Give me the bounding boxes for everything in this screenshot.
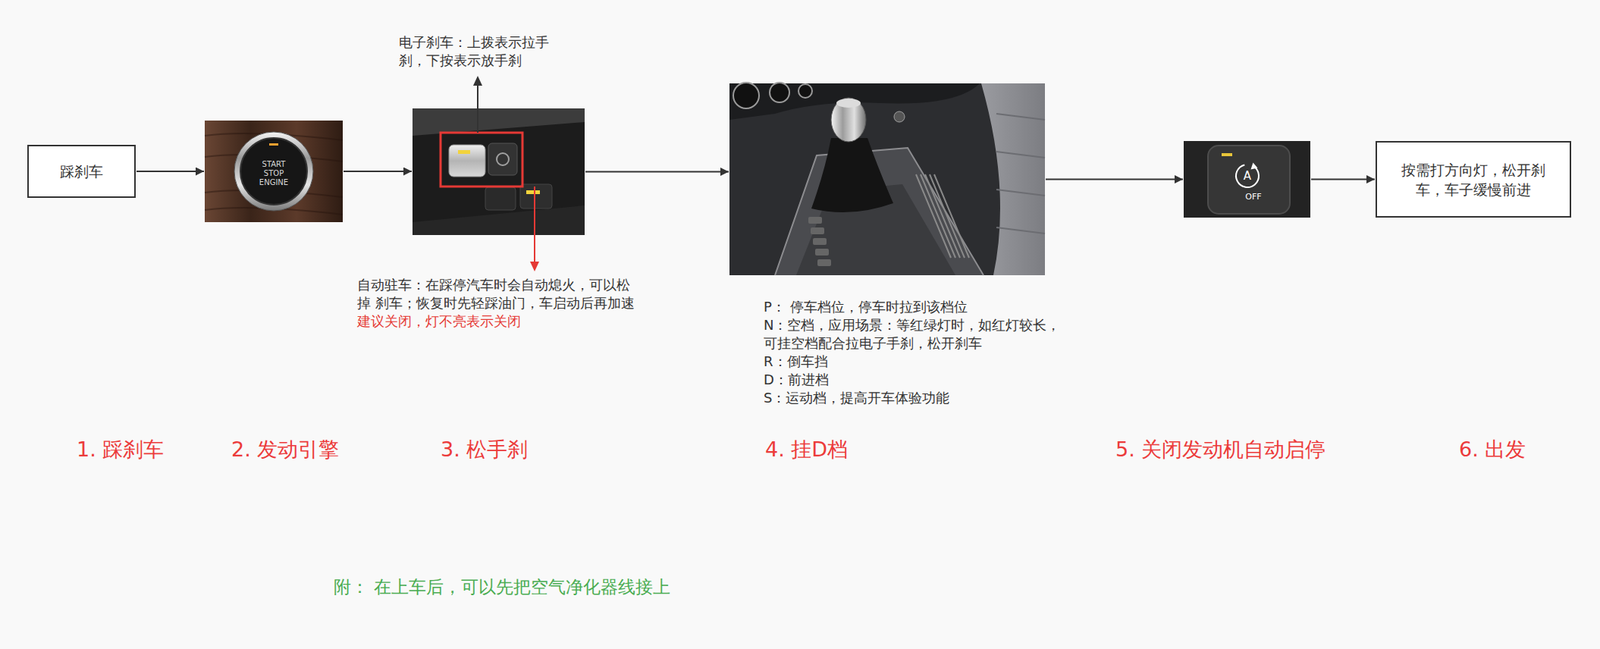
leader-arrowhead xyxy=(473,75,483,86)
flow-arrow xyxy=(1045,178,1183,181)
button-face xyxy=(1207,145,1290,214)
leader-line xyxy=(533,186,536,264)
gear-slot xyxy=(929,174,965,258)
brake-switch-picture xyxy=(412,108,585,236)
node-text: 电子刹车：上拨表示拉手 刹，下按表示放手刹 xyxy=(398,33,555,70)
console-trim xyxy=(774,147,984,276)
flow-arrow xyxy=(1311,178,1375,181)
indicator-light xyxy=(458,150,471,154)
gear-slot xyxy=(920,174,956,258)
description-text: R：倒车挡 xyxy=(763,352,1067,371)
knob-cap xyxy=(836,98,861,108)
console-button xyxy=(894,111,905,123)
flow-arrow xyxy=(343,170,412,173)
interior-ground xyxy=(729,83,1045,276)
center-console xyxy=(774,147,984,276)
callout-text-block: 自动驻车：在踩停汽车时会自动熄火，可以松掉 刹车；恢复时先轻踩油门，车启动后再加… xyxy=(357,276,640,331)
description-text: D：前进档 xyxy=(763,370,1067,390)
seat-seam xyxy=(996,189,1045,196)
step-label: 1. 踩刹车 xyxy=(76,436,164,463)
step-label: 2. 发动引擎 xyxy=(231,436,339,463)
console-button xyxy=(815,248,829,256)
step-label: 5. 关闭发动机自动启停 xyxy=(1115,436,1326,463)
callout-text-block: P： 停车档位，停车时拉到该档位N：空档，应用场景：等红绿灯时，如红灯较长， 可… xyxy=(763,298,1067,408)
description-text: 建议关闭，灯不亮表示关闭 xyxy=(357,312,640,331)
description-text: S：运动档，提高开车体验功能 xyxy=(763,389,1067,408)
lower-button xyxy=(485,187,516,211)
seat-seam xyxy=(996,113,1045,120)
gear-shifter-picture xyxy=(729,83,1045,276)
auto-stop-button-picture: A OFF xyxy=(1183,141,1311,218)
node-text: OFF xyxy=(1245,191,1262,202)
node-text: A xyxy=(1243,169,1252,183)
gear-shifter-picture: P： 停车档位，停车时拉到该档位N：空档，应用场景：等红绿灯时，如红灯较长， 可… xyxy=(729,83,1045,276)
seat-seam xyxy=(996,227,1045,234)
gear-boot xyxy=(811,138,894,213)
note-text: 附： 在上车后，可以先把空气净化器线接上 xyxy=(333,576,671,600)
step-label: 6. 出发 xyxy=(1458,436,1526,463)
step-label: 4. 挂D档 xyxy=(765,436,848,463)
description-text: P： 停车档位，停车时拉到该档位 xyxy=(763,298,1067,317)
indicator-light xyxy=(526,190,540,195)
restart-arrowhead xyxy=(1250,163,1258,170)
wood-panel xyxy=(204,120,343,223)
node-text: 踩刹车 xyxy=(59,161,104,182)
highlight-frame xyxy=(440,132,523,187)
start-button-picture: START STOP ENGINE xyxy=(204,120,343,223)
process-box: 踩刹车 xyxy=(27,144,136,198)
flow-arrow xyxy=(136,170,204,173)
console-ground xyxy=(412,108,585,236)
description-text: N：空档，应用场景：等红绿灯时，如红灯较长， 可挂空档配合拉电子手刹，松开刹车 xyxy=(763,316,1067,353)
indicator-light xyxy=(269,143,279,146)
button-face xyxy=(240,138,308,205)
gauge xyxy=(733,82,760,109)
hold-symbol xyxy=(496,153,509,166)
leader-line xyxy=(476,83,479,133)
gear-slot xyxy=(916,174,951,258)
description-text: 自动驻车：在踩停汽车时会自动熄火，可以松掉 刹车；恢复时先轻踩油门，车启动后再加… xyxy=(357,276,640,313)
node-text: START STOP ENGINE xyxy=(252,160,295,188)
process-box: 按需打方向灯，松开刹 车，车子缓慢前进 xyxy=(1375,141,1572,218)
step-label: 3. 松手刹 xyxy=(440,436,528,463)
seat xyxy=(981,83,1045,276)
flow-arrow xyxy=(585,171,729,173)
gauge xyxy=(769,82,790,103)
seat-seam xyxy=(996,151,1045,158)
console-button xyxy=(810,227,825,235)
console-button xyxy=(817,259,832,267)
brake-switch-picture: 自动驻车：在踩停汽车时会自动熄火，可以松掉 刹车；恢复时先轻踩油门，车启动后再加… xyxy=(412,108,585,236)
indicator-light xyxy=(1221,153,1233,157)
gear-knob xyxy=(831,97,866,142)
gauge xyxy=(798,84,813,98)
chrome-ring xyxy=(234,131,314,211)
gear-slot xyxy=(934,174,970,258)
console-button xyxy=(808,216,822,224)
gear-slot xyxy=(925,174,960,258)
hold-button xyxy=(488,143,518,176)
node-text: 按需打方向灯，松开刹 车，车子缓慢前进 xyxy=(1397,160,1550,200)
console-button xyxy=(812,238,827,245)
brake-switch xyxy=(448,144,486,177)
lower-button xyxy=(520,184,553,209)
leader-arrowhead xyxy=(530,261,540,272)
panel-ground xyxy=(1183,141,1311,218)
